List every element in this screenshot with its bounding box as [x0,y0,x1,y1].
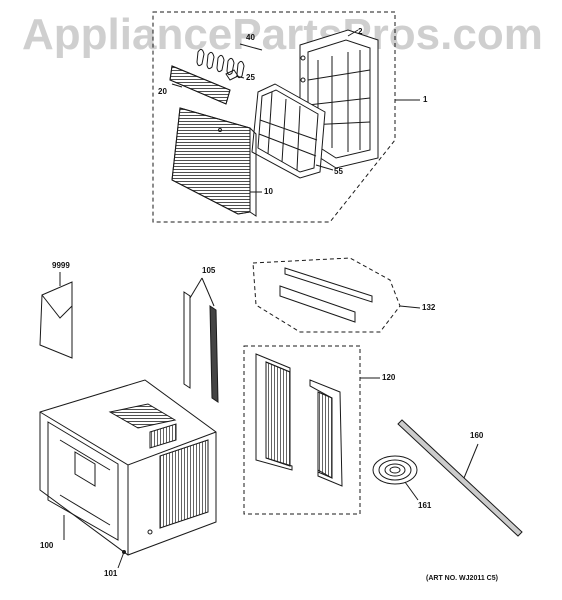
callout-10: 10 [264,187,273,196]
callout-40: 40 [246,33,255,42]
gasket-strip-part-160 [397,419,523,537]
callout-100: 100 [40,541,54,550]
callout-25: 25 [246,73,255,82]
front-grille-part-10 [171,107,262,217]
callout-132: 132 [422,303,436,312]
callout-9999: 9999 [52,261,70,270]
grille-insert-part-20 [169,65,231,105]
rails-group-part-132 [252,257,421,333]
art-number: (ART NO. WJ2011 C5) [426,575,498,582]
foam-roll-part-161 [372,455,419,501]
callout-105: 105 [202,266,216,275]
callout-161: 161 [418,501,432,510]
callout-120: 120 [382,373,396,382]
knob-part-25 [225,69,245,81]
callout-20: 20 [158,87,167,96]
screw-part-101 [117,550,126,569]
group-1-dashed-outline [152,11,396,223]
callout-55: 55 [334,167,343,176]
callout-101: 101 [104,569,118,578]
manual-part-9999 [39,272,73,359]
air-filter-part-55 [251,83,334,179]
callout-160: 160 [470,431,484,440]
side-curtains-group-part-120 [243,345,380,515]
watermark-text: AppliancePartsPros.com [22,10,543,59]
cabinet-part-100 [39,379,217,556]
callout-1: 1 [423,95,428,104]
callout-2: 2 [358,27,363,36]
side-seals-part-105 [183,277,219,403]
